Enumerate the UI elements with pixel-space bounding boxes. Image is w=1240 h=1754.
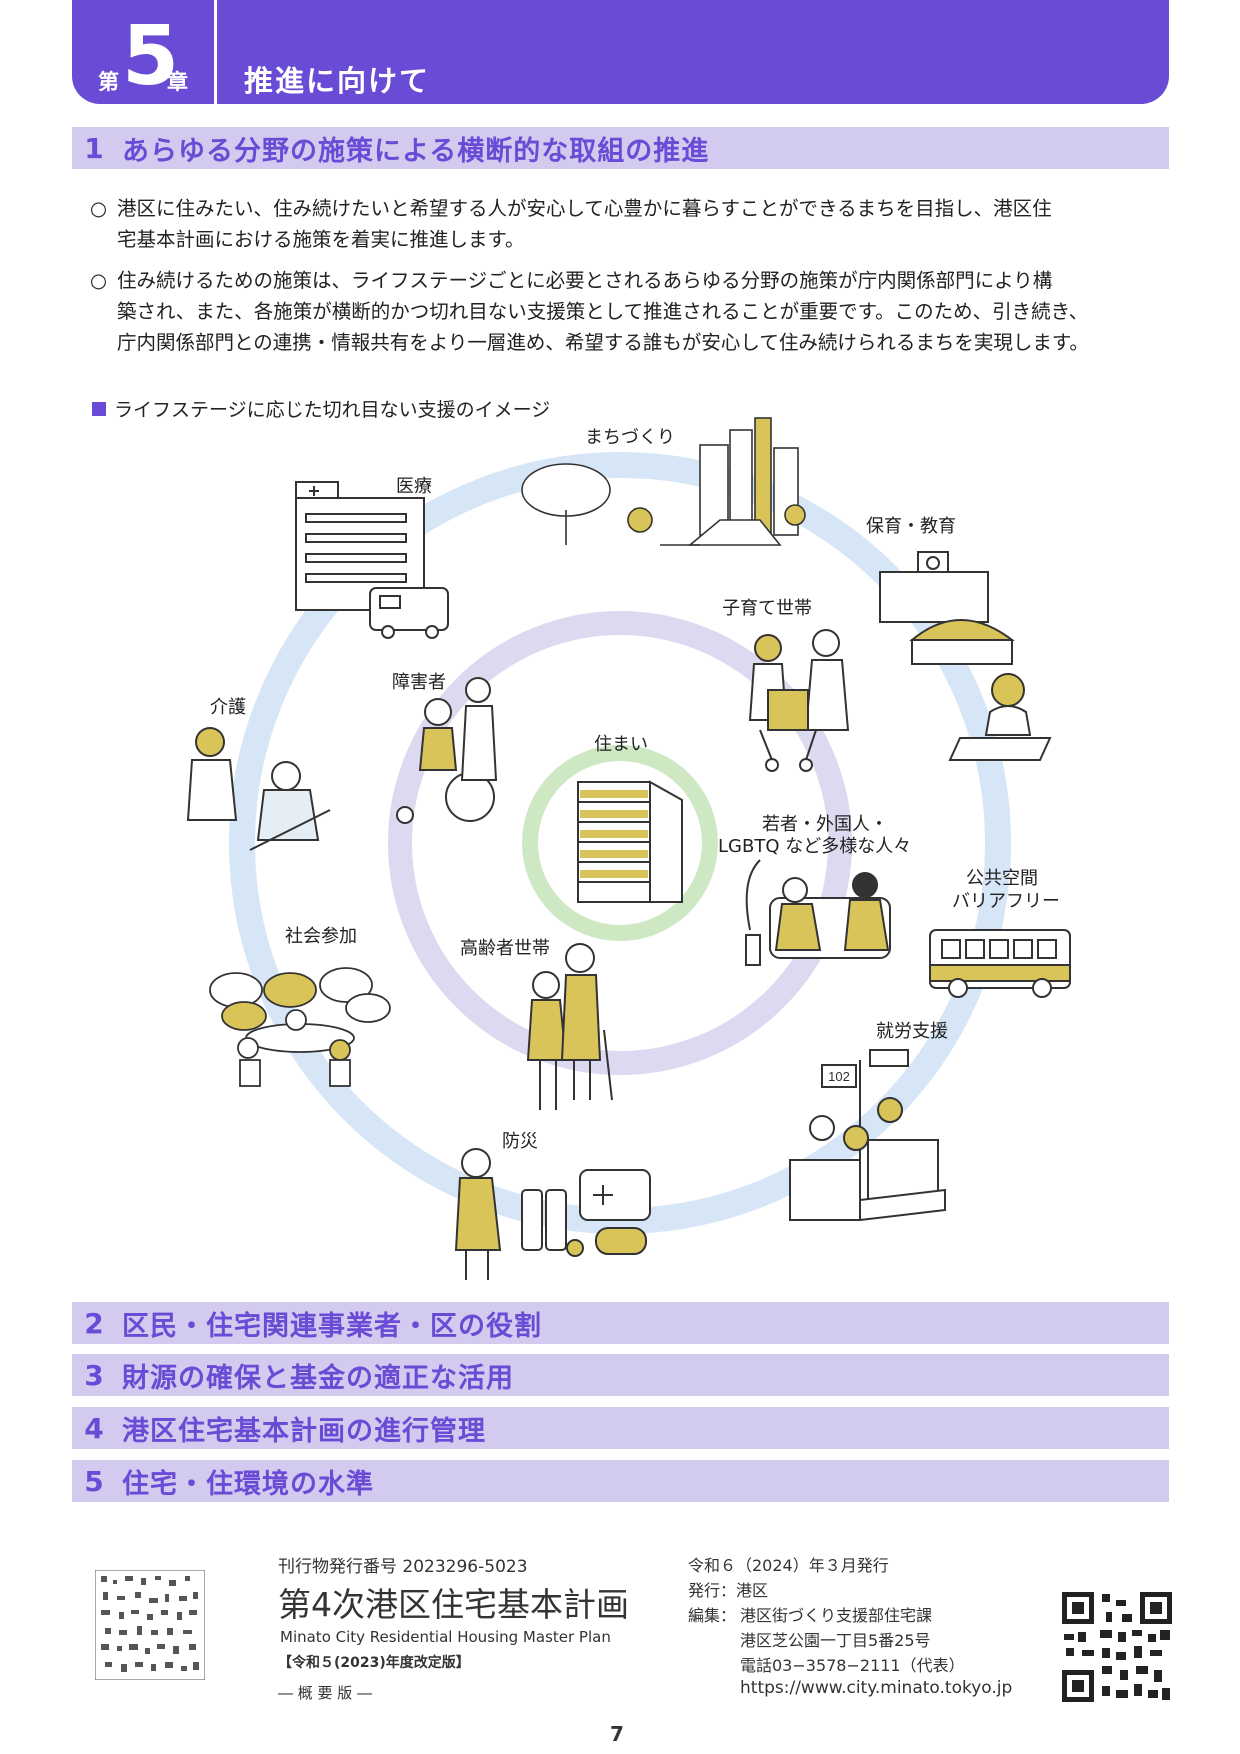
figure-caption-text: ライフステージに応じた切れ目ない支援のイメージ bbox=[114, 399, 551, 421]
paragraph-line: 港区に住みたい、住み続けたいと希望する人が安心して心豊かに暮らすことができるまち… bbox=[117, 197, 1052, 220]
label-hoiku: 保育・教育 bbox=[866, 516, 956, 537]
inner-ring bbox=[522, 745, 718, 941]
paragraph-2: ○ 住み続けるための施策は、ライフステージごとに必要とされるあらゆる分野の施策が… bbox=[90, 265, 1170, 358]
disaster-prevention-icon bbox=[454, 1148, 651, 1280]
label-kokyo-line1: 公共空間 bbox=[966, 868, 1038, 889]
paragraph-line: 庁内関係部門との連携・情報共有をより一層進め、希望する誰もが安心して住み続けられ… bbox=[117, 331, 1089, 354]
section-number: 4 bbox=[84, 1411, 104, 1445]
chapter-prefix: 第 bbox=[98, 70, 119, 94]
caption-square-icon bbox=[92, 401, 106, 416]
label-kaigo: 介護 bbox=[210, 697, 246, 718]
cityscape-icon bbox=[521, 417, 806, 546]
section-heading-1: 1 あらゆる分野の施策による横断的な取組の推進 bbox=[72, 127, 1169, 169]
section-number: 1 bbox=[84, 131, 104, 165]
middle-ring bbox=[388, 611, 852, 1075]
page-number: 7 bbox=[610, 1722, 624, 1746]
phone: 電話03−3578−2111（代表） bbox=[740, 1656, 965, 1675]
publication-number: 刊行物発行番号 2023296-5023 bbox=[278, 1557, 528, 1577]
publisher: 発行：港区 bbox=[688, 1581, 769, 1600]
chapter-number: 5 bbox=[122, 9, 180, 104]
section-title: 区民・住宅関連事業者・区の役割 bbox=[122, 1310, 542, 1342]
chapter-suffix: 章 bbox=[167, 70, 188, 94]
issue-date: 令和６（2024）年３月発行 bbox=[688, 1556, 889, 1575]
section-number: 5 bbox=[84, 1464, 104, 1498]
bus-stop-sign-text: 102 bbox=[828, 1069, 850, 1084]
section-heading-5: 5 住宅・住環境の水準 bbox=[72, 1460, 1169, 1502]
job-counseling-icon bbox=[789, 1049, 946, 1222]
editor-label: 編集： bbox=[688, 1606, 737, 1625]
label-bosai: 防災 bbox=[502, 1131, 538, 1152]
label-kosodate: 子育て世帯 bbox=[722, 598, 812, 619]
label-shuro: 就労支援 bbox=[876, 1021, 948, 1042]
website-link[interactable]: https://www.city.minato.tokyo.jp bbox=[740, 1678, 1013, 1698]
school-icon bbox=[879, 551, 1015, 665]
label-sumai: 住まい bbox=[594, 734, 648, 755]
paragraph-line: 宅基本計画における施策を着実に推進します。 bbox=[117, 228, 525, 251]
section-title: 住宅・住環境の水準 bbox=[122, 1468, 374, 1500]
section-title: 財源の確保と基金の適正な活用 bbox=[122, 1362, 514, 1394]
revision-note: 【令和５(2023)年度改定版】 bbox=[278, 1655, 470, 1671]
paragraph-1: ○ 港区に住みたい、住み続けたいと希望する人が安心して心豊かに暮らすことができる… bbox=[90, 193, 1170, 255]
paragraph-line: 築され、また、各施策が横断的かつ切れ目ない支援策として推進されることが重要です。… bbox=[117, 300, 1089, 323]
child-drawing-icon bbox=[948, 673, 1052, 761]
wheelchair-icon bbox=[396, 677, 498, 824]
section-title: 港区住宅基本計画の進行管理 bbox=[122, 1415, 486, 1447]
code-pattern-icon bbox=[95, 1570, 205, 1680]
label-koreisha: 高齢者世帯 bbox=[460, 938, 550, 959]
community-meeting-icon bbox=[209, 967, 391, 1087]
caregiver-icon bbox=[186, 727, 331, 851]
edition-label: ― 概 要 版 ― bbox=[278, 1684, 373, 1702]
apartment-building-icon bbox=[577, 780, 683, 903]
chapter-header: 第 5 章 推進に向けて bbox=[72, 0, 1169, 104]
bus-icon bbox=[929, 929, 1071, 998]
section-title: あらゆる分野の施策による横断的な取組の推進 bbox=[122, 135, 710, 167]
paragraph-line: 住み続けるための施策は、ライフステージごとに必要とされるあらゆる分野の施策が庁内… bbox=[117, 269, 1053, 292]
bullet-circle: ○ bbox=[90, 197, 108, 220]
diverse-people-icon bbox=[745, 859, 891, 966]
editor-name: 港区街づくり支援部住宅課 bbox=[740, 1606, 933, 1625]
chapter-title: 推進に向けて bbox=[244, 64, 431, 98]
label-machizukuri: まちづくり bbox=[585, 427, 675, 448]
qr-code-icon[interactable] bbox=[1062, 1592, 1172, 1702]
elderly-couple-icon bbox=[526, 943, 613, 1110]
bullet-circle: ○ bbox=[90, 269, 108, 292]
label-wakamono-line1: 若者・外国人・ bbox=[762, 814, 888, 835]
section-heading-3: 3 財源の確保と基金の適正な活用 bbox=[72, 1354, 1169, 1396]
label-iryo: 医療 bbox=[396, 476, 432, 497]
ambulance-icon bbox=[369, 587, 449, 639]
address: 港区芝公園一丁目5番25号 bbox=[740, 1631, 931, 1650]
family-with-stroller-icon bbox=[748, 629, 850, 772]
label-shogaisha: 障害者 bbox=[392, 672, 446, 693]
section-heading-2: 2 区民・住宅関連事業者・区の役割 bbox=[72, 1302, 1169, 1344]
plan-title-en: Minato City Residential Housing Master P… bbox=[280, 1628, 611, 1646]
label-wakamono-line2: LGBTQ など多様な人々 bbox=[718, 836, 912, 857]
section-number: 3 bbox=[84, 1358, 104, 1392]
section-heading-4: 4 港区住宅基本計画の進行管理 bbox=[72, 1407, 1169, 1449]
label-shakai: 社会参加 bbox=[285, 926, 357, 947]
figure-caption: ライフステージに応じた切れ目ない支援のイメージ bbox=[92, 395, 550, 422]
chapter-divider bbox=[214, 0, 217, 104]
label-kokyo-line2: バリアフリー bbox=[952, 891, 1060, 912]
plan-title-jp: 第4次港区住宅基本計画 bbox=[278, 1585, 629, 1624]
section-number: 2 bbox=[84, 1306, 104, 1340]
